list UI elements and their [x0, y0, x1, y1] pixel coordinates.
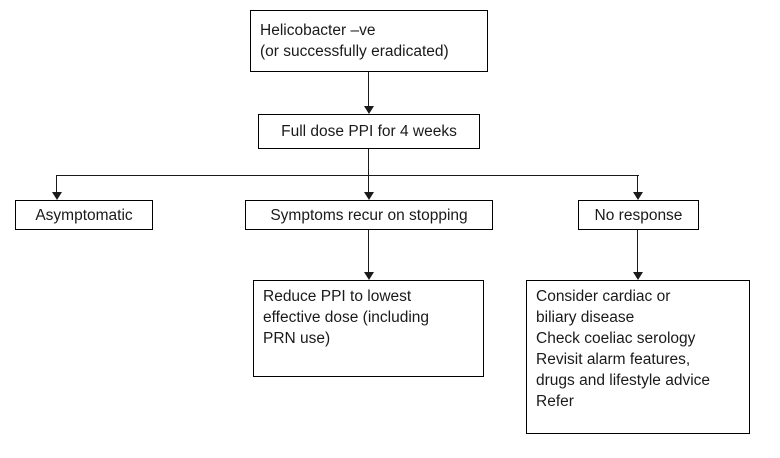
connector-bus-to-no-response	[637, 175, 639, 192]
arrowhead-symptoms-to-reduce-ppi	[364, 272, 374, 280]
node-consider-cardiac-label: Consider cardiac or biliary disease Chec…	[536, 288, 711, 410]
node-reduce-ppi-label: Reduce PPI to lowest effective dose (inc…	[263, 288, 430, 347]
connector-ppi-stem	[368, 149, 370, 176]
node-full-dose-ppi: Full dose PPI for 4 weeks	[258, 114, 480, 149]
connector-helicobacter-to-ppi	[368, 72, 370, 106]
connector-no-response-to-consider	[637, 230, 639, 272]
arrowhead-bus-to-symptoms-recur	[364, 192, 374, 200]
node-helicobacter-negative: Helicobacter –ve (or successfully eradic…	[250, 10, 488, 72]
node-no-response-label: No response	[594, 206, 683, 224]
arrowhead-no-response-to-consider	[633, 272, 643, 280]
node-helicobacter-negative-label: Helicobacter –ve (or successfully eradic…	[260, 22, 449, 60]
node-asymptomatic: Asymptomatic	[15, 200, 153, 230]
connector-branch-bus	[57, 175, 639, 177]
node-asymptomatic-label: Asymptomatic	[35, 206, 133, 224]
node-symptoms-recur: Symptoms recur on stopping	[245, 200, 493, 230]
connector-bus-to-symptoms-recur	[368, 175, 370, 192]
connector-symptoms-to-reduce-ppi	[368, 230, 370, 272]
node-symptoms-recur-label: Symptoms recur on stopping	[270, 206, 468, 224]
arrowhead-bus-to-asymptomatic	[52, 192, 62, 200]
node-reduce-ppi: Reduce PPI to lowest effective dose (inc…	[253, 280, 484, 377]
connector-bus-to-asymptomatic	[56, 175, 58, 192]
node-full-dose-ppi-label: Full dose PPI for 4 weeks	[281, 123, 457, 140]
node-no-response: No response	[578, 200, 699, 230]
arrowhead-helicobacter-to-ppi	[364, 106, 374, 114]
arrowhead-bus-to-no-response	[633, 192, 643, 200]
node-consider-cardiac: Consider cardiac or biliary disease Chec…	[526, 280, 750, 434]
